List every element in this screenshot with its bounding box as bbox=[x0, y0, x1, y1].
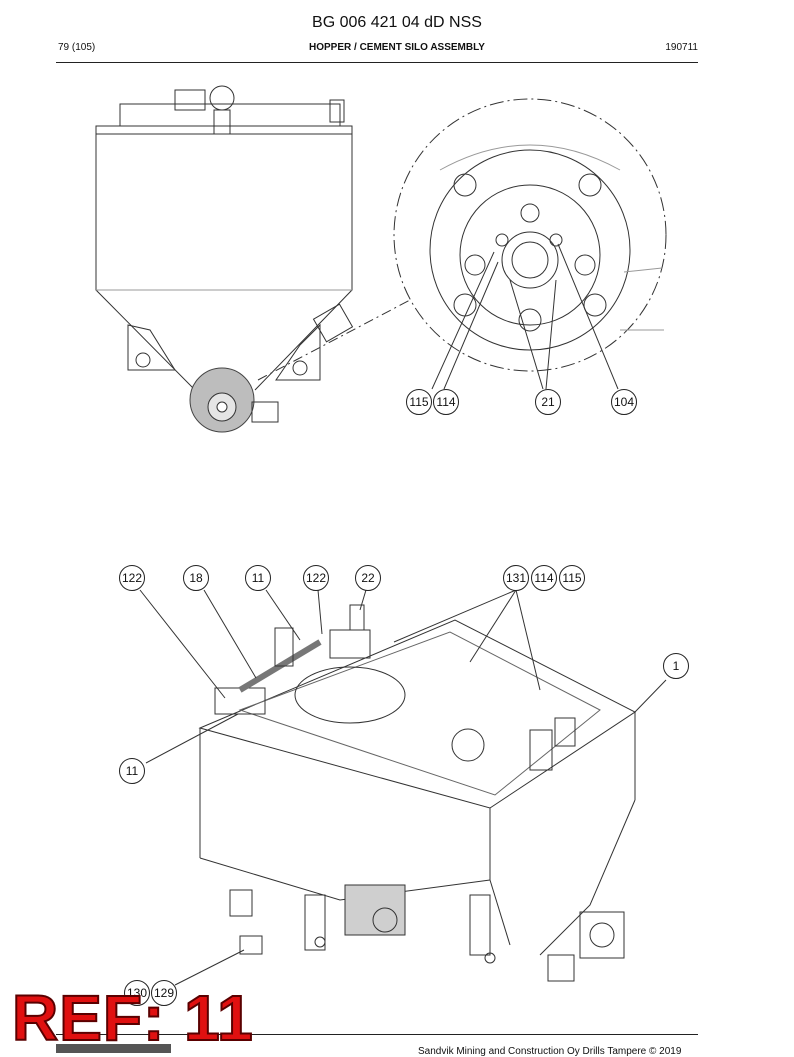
callout-115: 115 bbox=[559, 565, 585, 591]
hopper-front-view bbox=[95, 85, 354, 433]
flange-detail-view bbox=[393, 98, 667, 372]
callout-11: 11 bbox=[245, 565, 271, 591]
callout-11: 11 bbox=[119, 758, 145, 784]
document-date: 190711 bbox=[665, 42, 698, 53]
callout-114: 114 bbox=[433, 389, 459, 415]
callout-21: 21 bbox=[535, 389, 561, 415]
company-logo bbox=[56, 1044, 171, 1053]
reference-stamp: REF: 11 bbox=[11, 982, 254, 1054]
callout-129: 129 bbox=[151, 980, 177, 1006]
callout-122: 122 bbox=[119, 565, 145, 591]
callout-114: 114 bbox=[531, 565, 557, 591]
callout-115: 115 bbox=[406, 389, 432, 415]
callout-1: 1 bbox=[663, 653, 689, 679]
document-title: BG 006 421 04 dD NSS bbox=[312, 14, 482, 31]
footer-copyright: Sandvik Mining and Construction Oy Drill… bbox=[418, 1046, 682, 1057]
callout-104: 104 bbox=[611, 389, 637, 415]
page-number: 79 (105) bbox=[58, 42, 96, 53]
callout-131: 131 bbox=[503, 565, 529, 591]
hopper-isometric-view bbox=[198, 604, 636, 982]
callout-22: 22 bbox=[355, 565, 381, 591]
callout-122: 122 bbox=[303, 565, 329, 591]
header-rule bbox=[56, 62, 698, 63]
callout-130: 130 bbox=[124, 980, 150, 1006]
callout-18: 18 bbox=[183, 565, 209, 591]
section-title: HOPPER / CEMENT SILO ASSEMBLY bbox=[309, 42, 485, 53]
footer-rule bbox=[56, 1034, 698, 1035]
